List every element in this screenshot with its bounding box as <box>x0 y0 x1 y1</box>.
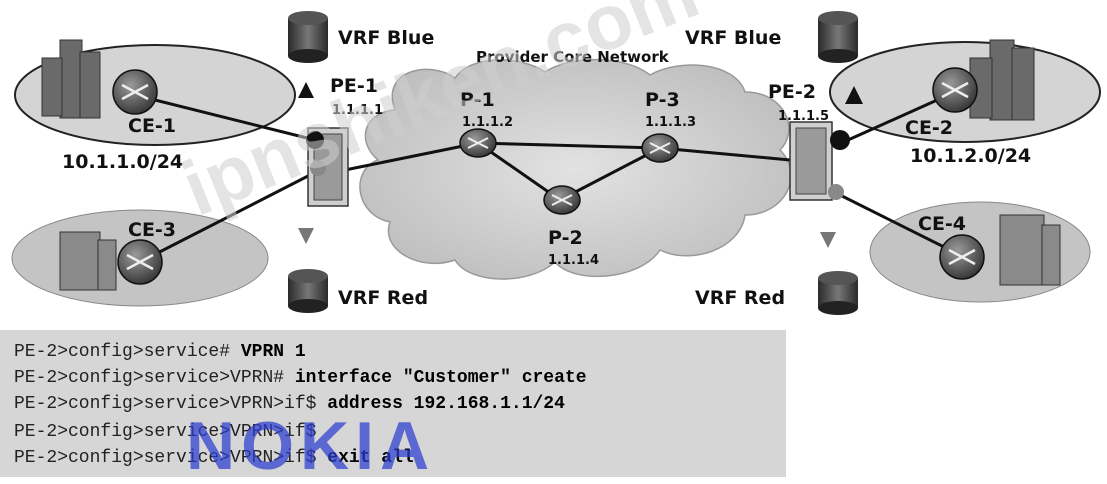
vrf-red-left-label: VRF Red <box>338 287 428 309</box>
p3-name-label: P-3 <box>645 89 680 111</box>
pe1-ip-label: 1.1.1.1 <box>332 103 383 118</box>
p2-name-label: P-2 <box>548 227 583 249</box>
ce1-subnet-label: 10.1.1.0/24 <box>62 151 183 173</box>
network-topology-diagram: Provider Core Network VRF Blue VRF Blue … <box>11 11 1101 315</box>
building-icon <box>59 231 117 291</box>
cli-line: PE-2>config>service>VPRN# interface "Cus… <box>14 368 587 388</box>
router-icon <box>939 234 985 280</box>
pe2-ip-label: 1.1.1.5 <box>778 109 829 124</box>
ce3-name-label: CE-3 <box>128 219 176 241</box>
ce1-name-label: CE-1 <box>128 115 176 137</box>
building-icon <box>41 39 101 119</box>
router-icon <box>932 67 978 113</box>
blue-vrf-arrow-icon <box>845 86 863 104</box>
cli-line: PE-2>config>service>VPRN>if$ exit all <box>14 448 414 468</box>
pe2-name-label: PE-2 <box>768 81 816 103</box>
core-network-label: Provider Core Network <box>476 48 670 66</box>
ce4-name-label: CE-4 <box>918 213 966 235</box>
vrf-blue-left-label: VRF Blue <box>338 27 434 49</box>
ce2-subnet-label: 10.1.2.0/24 <box>910 145 1031 167</box>
p3-ip-label: 1.1.1.3 <box>645 115 696 130</box>
router-icon <box>112 69 158 115</box>
router-icon <box>543 185 581 215</box>
building-icon <box>969 39 1035 121</box>
cli-line: PE-2>config>service>VPRN>if$ <box>14 422 317 442</box>
pe1-name-label: PE-1 <box>330 75 378 97</box>
vrf-red-database-icon <box>288 269 328 313</box>
red-vrf-arrow-icon <box>298 228 314 244</box>
red-vrf-arrow-icon <box>820 232 836 248</box>
provider-core-cloud <box>359 58 792 280</box>
blue-vrf-arrow-icon <box>298 82 314 98</box>
vrf-red-database-icon <box>818 271 858 315</box>
nokia-logo: NOKIA <box>186 408 436 484</box>
cli-line: PE-2>config>service# VPRN 1 <box>14 342 306 362</box>
router-icon <box>459 128 497 158</box>
cli-line: PE-2>config>service>VPRN>if$ address 192… <box>14 394 565 414</box>
router-icon <box>641 133 679 163</box>
vrf-red-right-label: VRF Red <box>695 287 785 309</box>
vrf-blue-database-icon <box>288 11 328 63</box>
router-icon <box>117 239 163 285</box>
ce2-name-label: CE-2 <box>905 117 953 139</box>
p1-ip-label: 1.1.1.2 <box>462 115 513 130</box>
p1-name-label: P-1 <box>460 89 495 111</box>
pe1-router-chassis <box>306 127 349 207</box>
cli-console-panel: PE-2>config>service# VPRN 1 PE-2>config>… <box>0 330 786 477</box>
pe2-router-chassis <box>789 121 850 201</box>
vrf-blue-right-label: VRF Blue <box>685 27 781 49</box>
vrf-blue-database-icon <box>818 11 858 63</box>
building-icon <box>999 214 1061 286</box>
p2-ip-label: 1.1.1.4 <box>548 253 599 268</box>
